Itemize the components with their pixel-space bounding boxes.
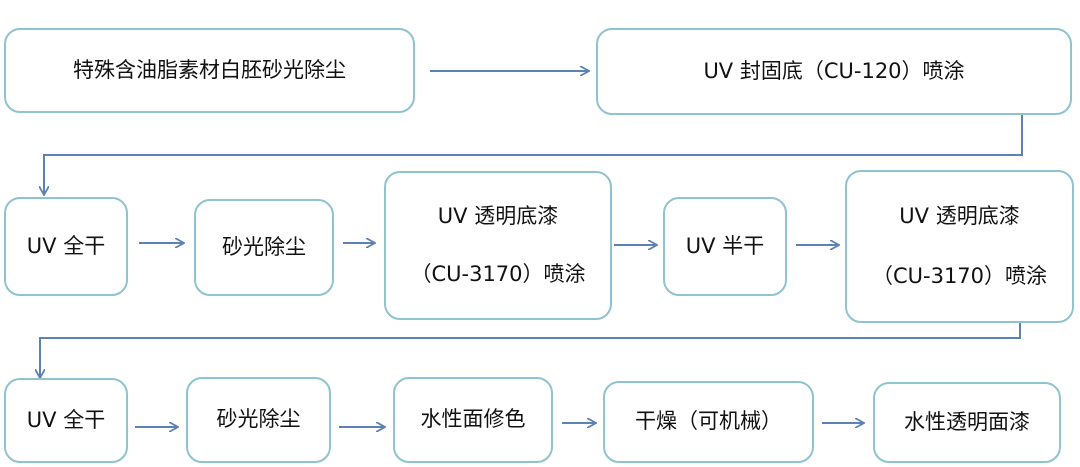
step-label: 砂光除尘 — [216, 407, 301, 432]
connector-row2-row3 — [40, 323, 1021, 377]
step-waterborne-clear-topcoat: 水性透明面漆 — [873, 382, 1061, 463]
step-label: UV 全干 — [26, 233, 106, 258]
step-label-line2: （CU-3170）喷涂 — [871, 264, 1048, 289]
step-label: 砂光除尘 — [222, 234, 306, 259]
step-uv-full-dry-2: UV 全干 — [4, 378, 128, 463]
step-label: UV 封固底（CU-120）喷涂 — [703, 58, 965, 83]
step-label-line2: （CU-3170）喷涂 — [410, 262, 586, 287]
step-label-line1: UV 透明底漆 — [899, 203, 1020, 228]
step-sanding-dust-2: 砂光除尘 — [186, 377, 331, 463]
step-label: 水性面修色 — [420, 407, 526, 432]
step-label: 水性透明面漆 — [904, 409, 1030, 434]
connector-row1-row2 — [44, 115, 1023, 194]
step-waterborne-toning: 水性面修色 — [393, 377, 553, 463]
step-label: 干燥（可机械） — [635, 409, 782, 434]
step-label: 特殊含油脂素材白胚砂光除尘 — [73, 57, 346, 82]
step-label-line1: UV 透明底漆 — [437, 203, 559, 228]
step-label: UV 全干 — [26, 407, 106, 432]
step-uv-full-dry-1: UV 全干 — [4, 197, 128, 296]
step-uv-clear-primer-2: UV 透明底漆 （CU-3170）喷涂 — [845, 170, 1074, 323]
step-whitewood-sanding: 特殊含油脂素材白胚砂光除尘 — [4, 28, 415, 113]
step-label: UV 半干 — [685, 233, 765, 258]
step-uv-half-dry: UV 半干 — [663, 197, 787, 296]
step-sanding-dust-1: 砂光除尘 — [194, 199, 334, 296]
step-uv-sealer-spray: UV 封固底（CU-120）喷涂 — [596, 28, 1072, 115]
step-drying: 干燥（可机械） — [603, 381, 814, 463]
step-uv-clear-primer-1: UV 透明底漆 （CU-3170）喷涂 — [384, 171, 612, 320]
